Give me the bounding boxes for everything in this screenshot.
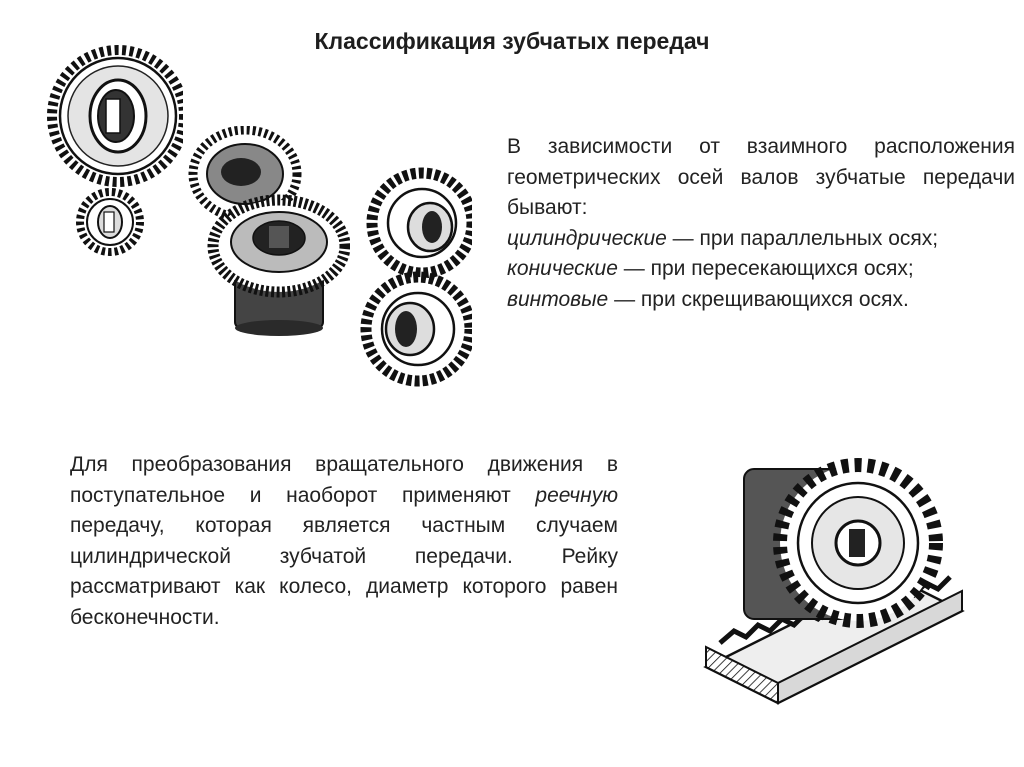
large-spur-gear xyxy=(47,45,183,187)
type-helical: винтовые — при скрещивающихся осях. xyxy=(507,285,1015,316)
small-spur-gear xyxy=(76,188,144,256)
pinion-gear xyxy=(743,458,943,628)
type-term: цилиндрические xyxy=(507,226,667,250)
helical-gear-pair-illustration xyxy=(360,167,472,387)
intro-text: В зависимости от взаимного расположения … xyxy=(507,135,1015,219)
rack-gear-text: Для преобразования вращательного движени… xyxy=(70,450,618,633)
type-desc: — при пересекающихся осях; xyxy=(617,257,914,280)
type-desc: — при скрещивающихся осях. xyxy=(608,287,909,311)
upper-helical-gear xyxy=(366,167,472,279)
type-cylindrical: цилиндрические — при параллельных осях; xyxy=(507,224,1015,255)
type-term: винтовые xyxy=(507,287,609,311)
type-term: конические xyxy=(507,257,618,280)
rack-text-before: Для преобразования вращательного движени… xyxy=(70,453,618,507)
type-desc: — при параллельных осях; xyxy=(666,226,939,250)
rack-text-after: передачу, которая является частным случа… xyxy=(70,514,618,629)
type-bevel: конические — при пересекающихся осях; xyxy=(507,254,1015,285)
bevel-gear-pair-illustration xyxy=(188,126,350,336)
spur-gear-pair-illustration xyxy=(47,45,183,256)
lower-bevel-gear xyxy=(207,194,350,336)
rack-and-pinion-illustration xyxy=(703,458,965,705)
slide-title: Классификация зубчатых передач xyxy=(314,28,710,54)
upper-bevel-gear xyxy=(188,126,302,223)
lower-helical-gear xyxy=(360,271,472,387)
gear-classification-text: В зависимости от взаимного расположения … xyxy=(507,132,1015,315)
rack-term: реечную xyxy=(535,483,618,507)
